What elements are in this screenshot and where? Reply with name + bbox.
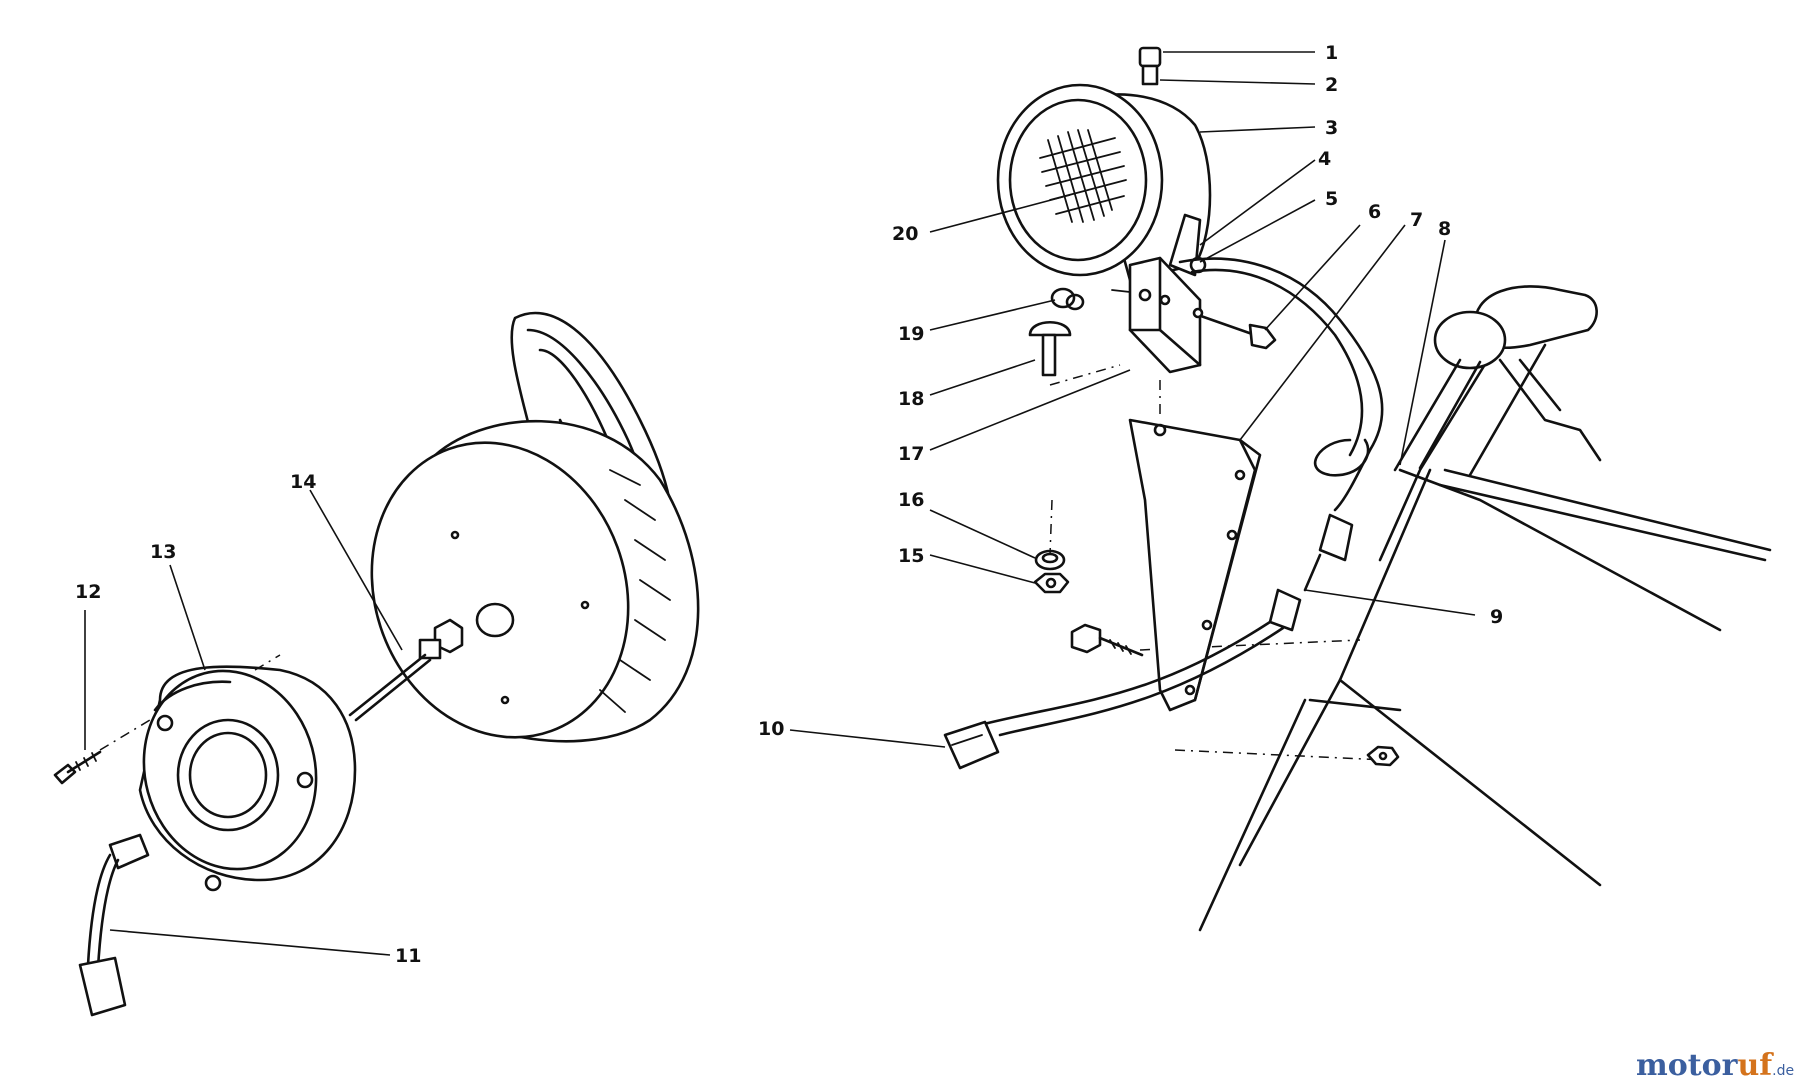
starter-shaft xyxy=(348,618,464,722)
svg-text:motoruf.de: motoruf.de xyxy=(1636,1048,1794,1083)
callout-6: 6 xyxy=(1368,201,1381,223)
callout-9: 9 xyxy=(1490,606,1503,628)
bolt-6 xyxy=(1192,307,1277,350)
callout-7: 7 xyxy=(1410,209,1423,231)
watermark-logo: motoruf.de xyxy=(1636,1048,1794,1083)
mounting-plate xyxy=(1128,380,1262,712)
handle-frame xyxy=(1139,285,1772,932)
connector-9 xyxy=(1268,588,1302,632)
callout-11: 11 xyxy=(395,945,421,967)
connector-plug xyxy=(1318,513,1354,562)
callout-8: 8 xyxy=(1438,218,1451,240)
starter-terminal xyxy=(108,833,150,870)
leader-lines xyxy=(84,51,1476,956)
electric-starter xyxy=(78,654,357,1017)
callout-16: 16 xyxy=(898,489,924,511)
callout-3: 3 xyxy=(1325,117,1338,139)
callout-19: 19 xyxy=(898,323,924,345)
watermark-part3: .de xyxy=(1772,1063,1794,1079)
light-cap xyxy=(1138,46,1162,68)
callout-12: 12 xyxy=(75,581,101,603)
callout-1: 1 xyxy=(1325,42,1338,64)
callout-10: 10 xyxy=(758,718,784,740)
callout-4: 4 xyxy=(1318,148,1331,170)
callout-5: 5 xyxy=(1325,188,1338,210)
callout-15: 15 xyxy=(898,545,924,567)
carriage-bolt-18 xyxy=(1028,321,1072,377)
frame-nut xyxy=(1366,745,1400,767)
callout-14: 14 xyxy=(290,471,316,493)
connector-10 xyxy=(943,720,1000,770)
callout-2: 2 xyxy=(1325,74,1338,96)
watermark-part1: motor xyxy=(1636,1048,1739,1083)
work-light xyxy=(996,46,1212,282)
light-bracket xyxy=(1111,256,1202,374)
washer-19 xyxy=(1050,287,1085,311)
callout-18: 18 xyxy=(898,388,924,410)
callout-20: 20 xyxy=(892,223,918,245)
wire-harness xyxy=(943,257,1384,770)
hex-bolt xyxy=(1070,623,1144,657)
recoil-starter-housing xyxy=(370,311,700,743)
light-switch xyxy=(1141,64,1159,86)
screw-12 xyxy=(53,719,151,785)
watermark-part2: uf xyxy=(1737,1048,1774,1083)
callout-17: 17 xyxy=(898,443,924,465)
washer-nut-15-16 xyxy=(1033,499,1070,594)
callout-labels: 1 2 3 4 5 6 7 8 9 10 11 12 13 14 15 16 1… xyxy=(75,42,1503,967)
starter-connector xyxy=(78,956,127,1017)
starter-hub xyxy=(475,602,515,638)
callout-13: 13 xyxy=(150,541,176,563)
light-lens xyxy=(1008,98,1148,262)
